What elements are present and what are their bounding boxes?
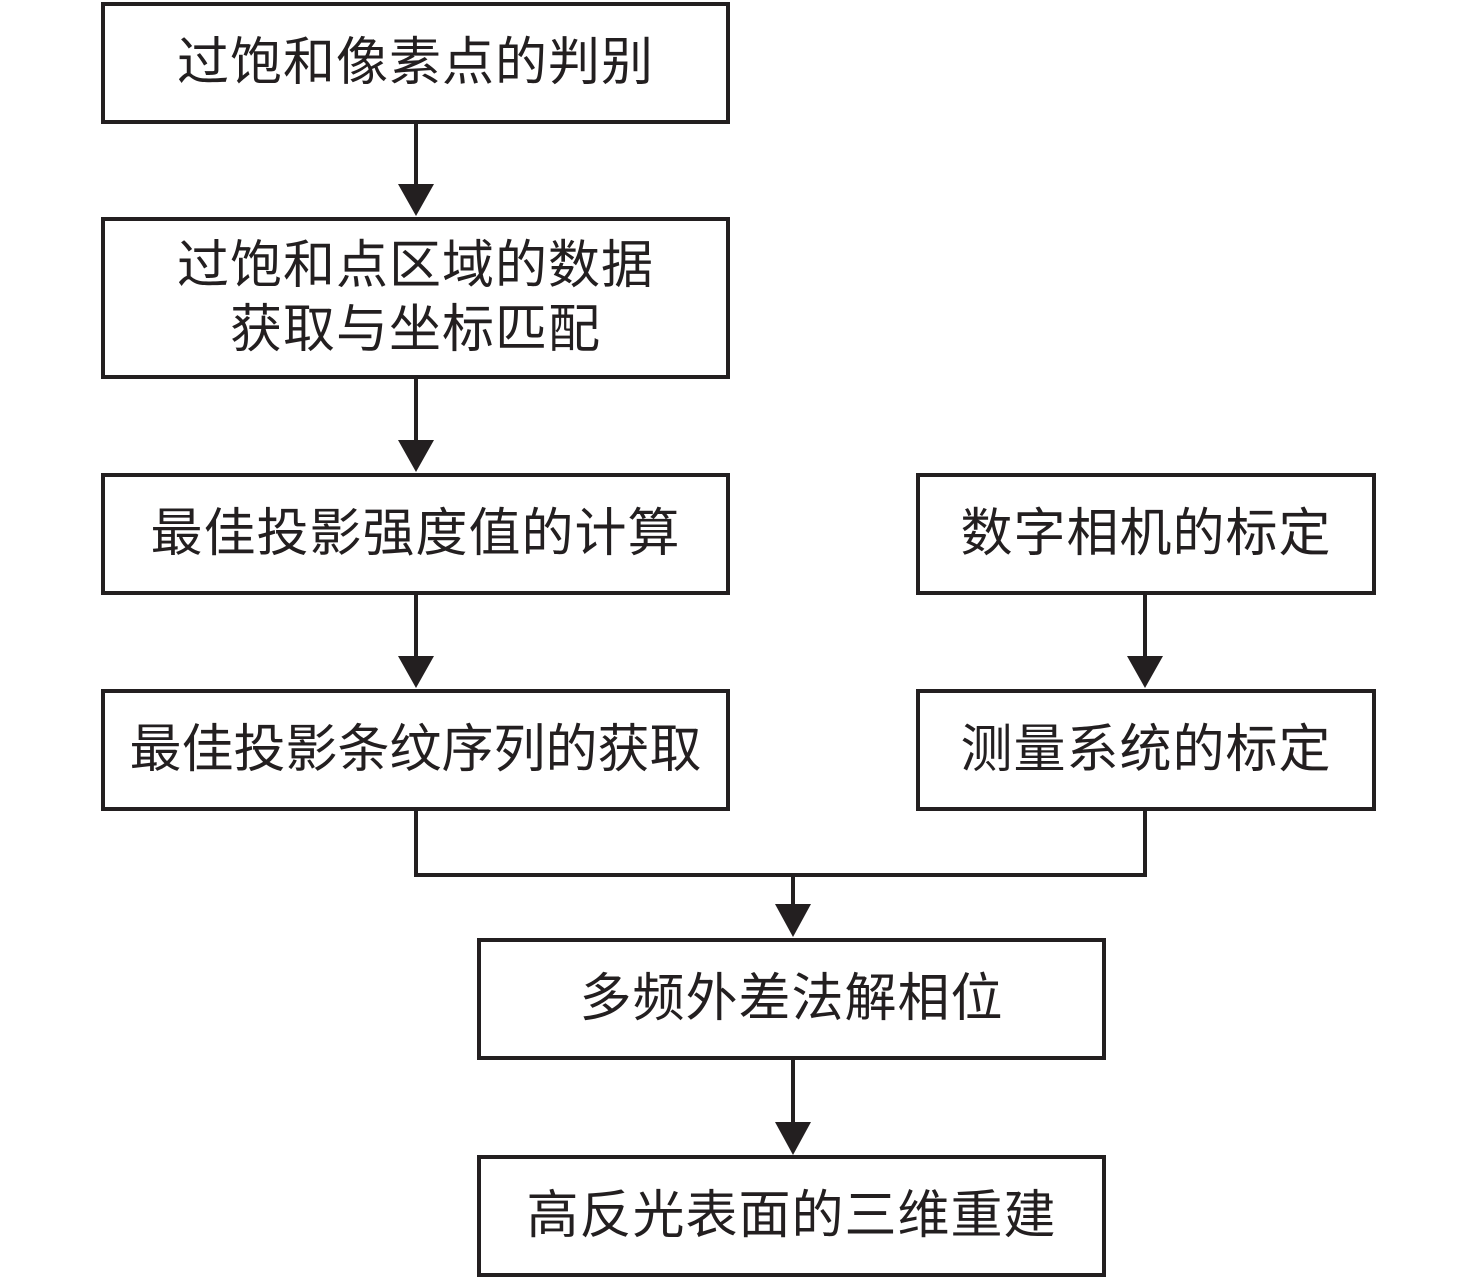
node-optimal-projection-intensity: 最佳投影强度值的计算 [101,473,730,595]
node-system-calibration: 测量系统的标定 [916,689,1376,811]
node-label: 多频外差法解相位 [579,967,1003,1031]
node-3d-reconstruction: 高反光表面的三维重建 [477,1155,1106,1277]
edge-n2-n3 [398,377,434,472]
node-label-line: 最佳投影强度值的计算 [150,504,681,564]
node-label-line: 过饱和像素点的判别 [176,33,654,93]
node-label-line: 最佳投影条纹序列的获取 [129,720,702,780]
node-label-line: 多频外差法解相位 [579,969,1004,1029]
node-camera-calibration: 数字相机的标定 [916,473,1376,595]
node-label: 数字相机的标定 [960,502,1331,566]
node-label: 高反光表面的三维重建 [526,1184,1056,1248]
edge-n1-n2 [398,122,434,216]
edge-n4-n6 [1127,593,1163,688]
node-label: 过饱和像素点的判别 [177,31,654,95]
node-heterodyne-phase-unwrapping: 多频外差法解相位 [477,938,1106,1060]
node-optimal-fringe-sequence: 最佳投影条纹序列的获取 [101,689,730,811]
node-label-line: 获取与坐标匹配 [229,300,601,360]
node-label: 过饱和点区域的数据 获取与坐标匹配 [177,234,654,362]
node-saturated-pixel-detection: 过饱和像素点的判别 [101,2,730,124]
node-label-line: 测量系统的标定 [960,720,1332,780]
edge-n7-n8 [775,1058,811,1155]
edge-n3-n5 [398,593,434,688]
node-data-acquisition-coordinate-matching: 过饱和点区域的数据 获取与坐标匹配 [101,217,730,379]
node-label-line: 高反光表面的三维重建 [526,1186,1057,1246]
node-label: 测量系统的标定 [960,718,1331,782]
edge-n5-n6-merge-to-n7 [414,808,1147,937]
node-label-line: 数字相机的标定 [960,504,1332,564]
node-label: 最佳投影条纹序列的获取 [129,718,701,782]
node-label-line: 过饱和点区域的数据 [176,236,654,296]
node-label: 最佳投影强度值的计算 [150,502,680,566]
